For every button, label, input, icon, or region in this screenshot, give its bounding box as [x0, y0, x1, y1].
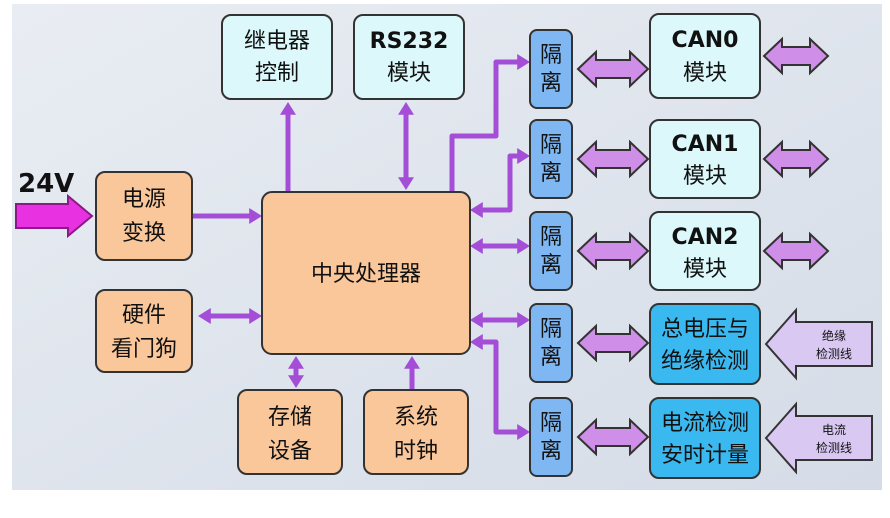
storage-up-arrowhead: [288, 356, 304, 369]
can1-module-line2: 模块: [683, 164, 727, 189]
relay-arrowhead: [280, 102, 296, 115]
bus-current-left-arrowhead: [470, 334, 483, 350]
insulation-input-arrow: 绝缘 检测线: [764, 307, 873, 381]
system-clock-block: 系统 时钟: [363, 389, 469, 475]
can0-output-arrow: [762, 36, 830, 76]
iso-can1-module-arrow: [576, 139, 650, 179]
connection-arrows: [192, 36, 830, 457]
can2-module-line1: CAN2: [672, 225, 739, 250]
bus-can0-arrowhead: [517, 54, 530, 70]
iso-voltage-module-arrow: [576, 323, 650, 363]
current-ah-block: 电流检测 安时计量: [649, 397, 761, 479]
bus-can0-link: [449, 59, 520, 192]
hardware-watchdog-line1: 硬件: [122, 303, 166, 328]
can1-output-arrow: [762, 139, 830, 179]
iso-can2-char: 离: [540, 253, 562, 278]
iso-can0-module-arrow: [576, 49, 650, 89]
can2-output-arrow: [762, 231, 830, 271]
storage-device-line2: 设备: [268, 439, 312, 464]
current-input-line1: 电流: [822, 423, 846, 437]
iso-voltage-char: 隔: [540, 317, 562, 342]
storage-device-line1: 存储: [268, 405, 312, 430]
iso-can2-block: 隔离: [529, 211, 573, 291]
hardware-watchdog-line2: 看门狗: [111, 337, 177, 362]
current-ah-line2: 安时计量: [661, 443, 749, 468]
bus-voltage-right-arrowhead: [517, 312, 530, 328]
rs232-down-arrowhead: [398, 177, 414, 190]
voltage-insulation-line2: 绝缘检测: [661, 349, 749, 374]
iso-current-module-arrow: [576, 417, 650, 457]
iso-voltage-block: 隔离: [529, 303, 573, 383]
bus-can1-arrowhead: [517, 148, 530, 164]
can0-module-block: CAN0 模块: [649, 13, 761, 99]
rs232-module-line2: 模块: [387, 61, 431, 86]
bus-current-link: [478, 339, 520, 435]
clock-arrowhead: [404, 356, 420, 369]
insulation-input-line2: 检测线: [816, 346, 852, 361]
cpu-label: 中央处理器: [311, 262, 421, 287]
power-to-cpu-arrowhead: [249, 208, 262, 224]
hardware-watchdog-block: 硬件 看门狗: [95, 289, 193, 373]
cpu-block: 中央处理器: [261, 191, 471, 355]
iso-can2-module-arrow: [576, 231, 650, 271]
voltage-insulation-block: 总电压与 绝缘检测: [649, 303, 761, 385]
watchdog-right-arrowhead: [249, 308, 262, 324]
iso-can1-char: 隔: [540, 133, 562, 158]
bus-can1-link: [478, 153, 520, 213]
can1-module-line1: CAN1: [672, 132, 739, 157]
bus-current-right-arrowhead: [517, 424, 530, 440]
can0-module-line2: 模块: [683, 61, 727, 86]
iso-can1-char: 离: [540, 161, 562, 186]
can2-module-line2: 模块: [683, 257, 727, 282]
iso-current-char: 离: [540, 439, 562, 464]
power-conversion-line2: 变换: [122, 221, 166, 246]
insulation-input-line1: 绝缘: [822, 328, 846, 343]
storage-device-block: 存储 设备: [237, 389, 343, 475]
iso-can1-block: 隔离: [529, 119, 573, 199]
rs232-up-arrowhead: [398, 102, 414, 115]
iso-current-block: 隔离: [529, 397, 573, 477]
can1-module-block: CAN1 模块: [649, 119, 761, 199]
storage-down-arrowhead: [288, 375, 304, 388]
relay-control-line1: 继电器: [244, 29, 310, 54]
input-power-arrow: [15, 193, 94, 239]
rs232-module-block: RS232 模块: [353, 14, 465, 100]
iso-can0-char: 离: [540, 71, 562, 96]
iso-voltage-char: 离: [540, 345, 562, 370]
current-input-arrow: 电流 检测线: [764, 401, 873, 475]
system-clock-line1: 系统: [394, 405, 438, 430]
iso-can0-char: 隔: [540, 43, 562, 68]
power-conversion-line1: 电源: [122, 187, 166, 212]
iso-can0-block: 隔离: [529, 29, 573, 109]
power-conversion-block: 电源 变换: [95, 171, 193, 261]
iso-current-char: 隔: [540, 411, 562, 436]
watchdog-left-arrowhead: [198, 308, 211, 324]
relay-control-block: 继电器 控制: [221, 14, 333, 100]
relay-control-line2: 控制: [255, 61, 299, 86]
bus-can2-left-arrowhead: [470, 238, 483, 254]
bus-can1-back-arrowhead: [470, 202, 483, 218]
bus-can2-right-arrowhead: [517, 238, 530, 254]
voltage-insulation-line1: 总电压与: [661, 317, 749, 342]
iso-can2-char: 隔: [540, 225, 562, 250]
current-ah-line1: 电流检测: [661, 411, 749, 436]
system-clock-line2: 时钟: [394, 439, 438, 464]
can0-module-line1: CAN0: [672, 28, 739, 53]
current-input-line2: 检测线: [816, 440, 852, 455]
bus-voltage-left-arrowhead: [470, 312, 483, 328]
input-voltage-label: 24V: [18, 169, 74, 199]
can2-module-block: CAN2 模块: [649, 211, 761, 291]
rs232-module-line1: RS232: [370, 29, 449, 54]
